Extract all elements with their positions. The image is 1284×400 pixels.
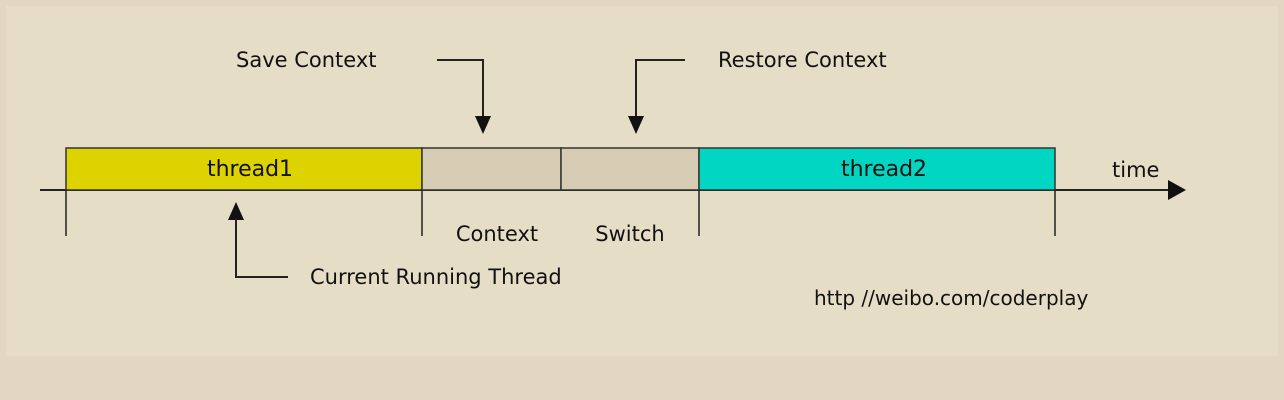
restore-context-leader: [635, 59, 685, 118]
thread1-segment: [65, 147, 423, 191]
current-running-thread-label: Current Running Thread: [310, 265, 562, 289]
context-label: Context: [456, 222, 538, 246]
context-switch-segment-save: [421, 147, 562, 191]
thread2-label: thread2: [841, 157, 927, 182]
context-switch-segment-restore: [560, 147, 700, 191]
save-context-arrowhead: [475, 116, 491, 134]
time-label: time: [1112, 158, 1159, 182]
time-axis-arrowhead: [1168, 180, 1186, 200]
thread2-segment: [698, 147, 1056, 191]
restore-context-arrowhead: [628, 116, 644, 134]
save-context-leader: [437, 59, 484, 118]
current-thread-leader: [235, 218, 288, 278]
restore-context-label: Restore Context: [718, 48, 887, 72]
current-thread-arrowhead: [228, 202, 244, 220]
switch-label: Switch: [595, 222, 664, 246]
watermark-url: http //weibo.com/coderplay: [814, 286, 1088, 310]
thread1-label: thread1: [207, 157, 293, 182]
save-context-label: Save Context: [236, 48, 377, 72]
